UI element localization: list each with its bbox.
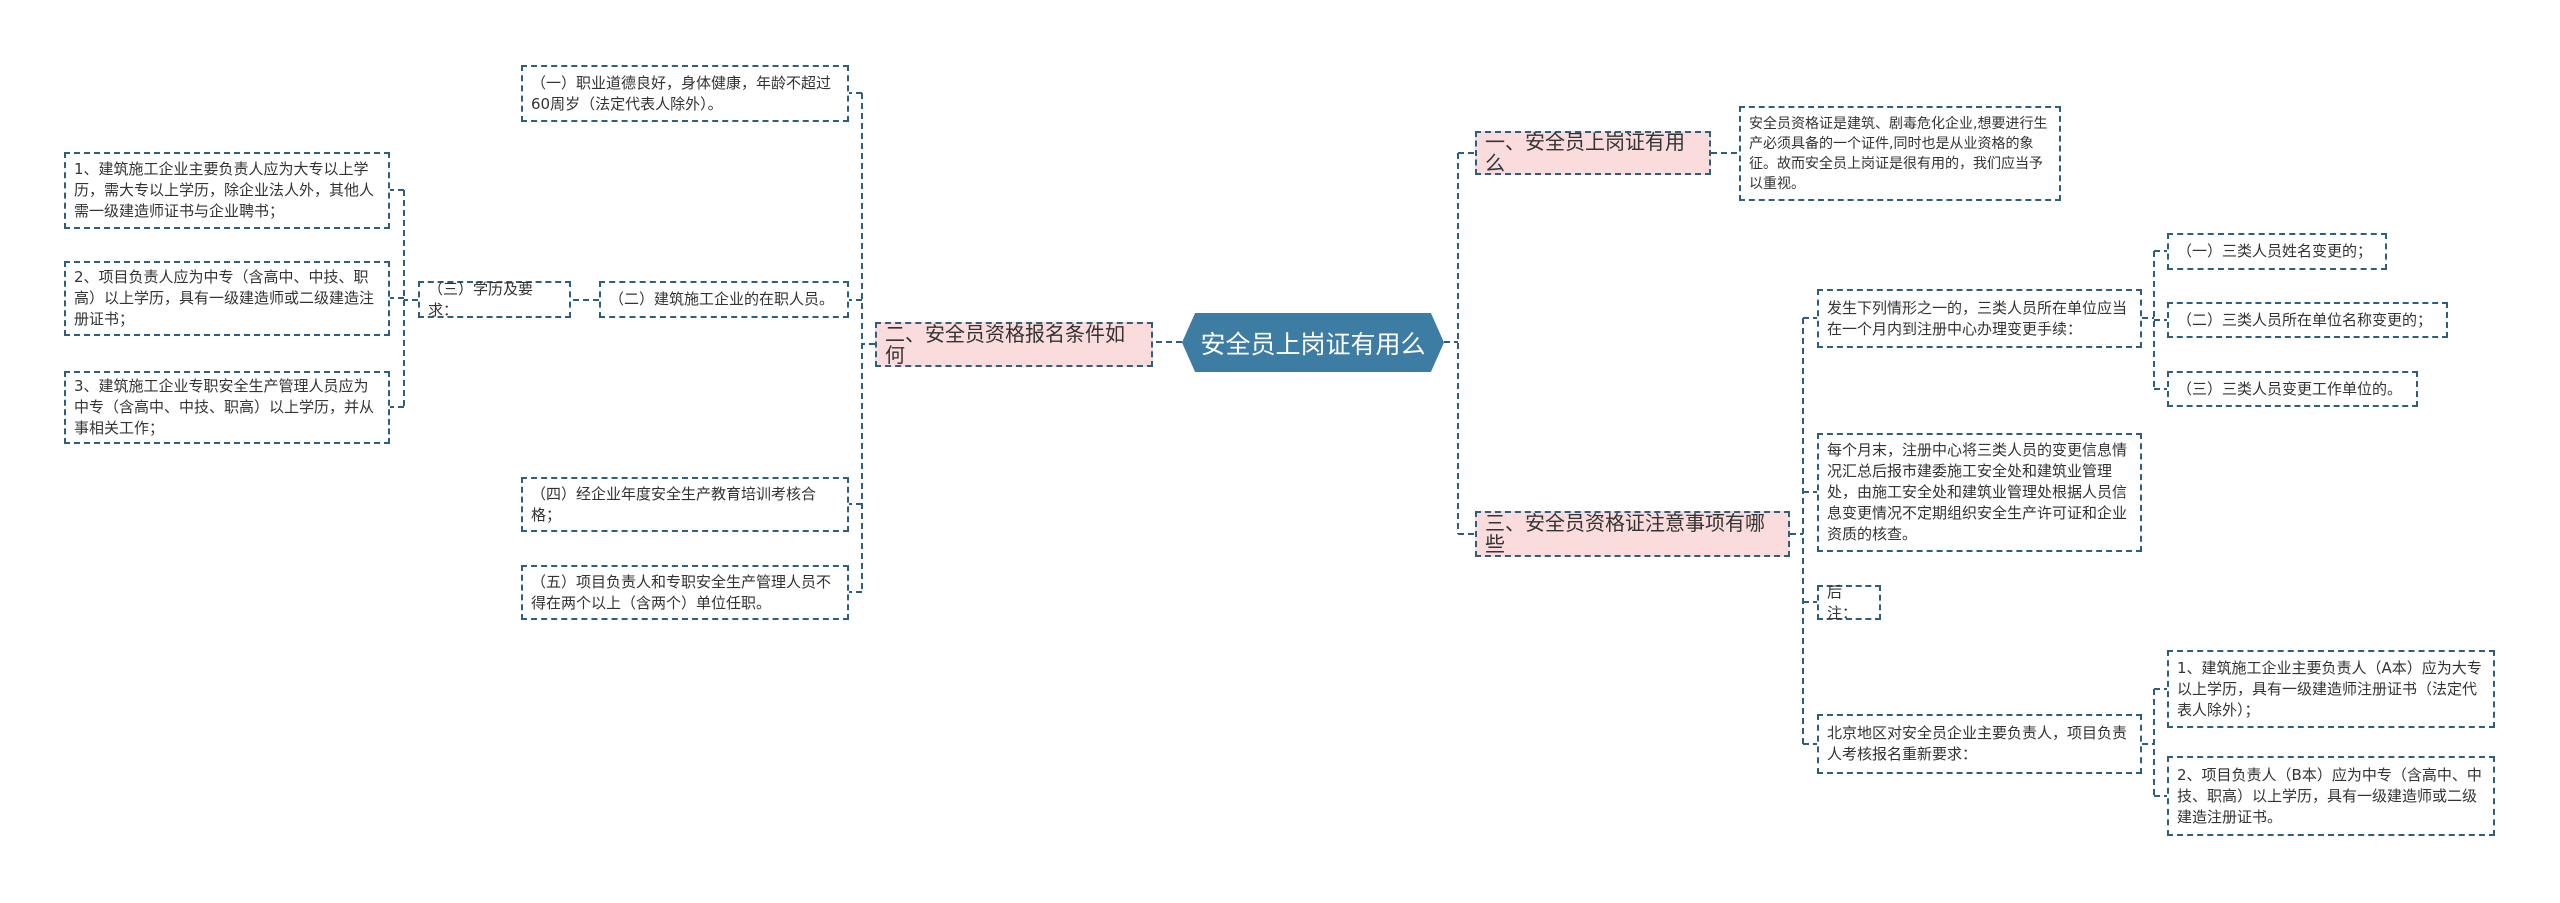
root-node[interactable]: 安全员上岗证有用么 bbox=[1182, 313, 1444, 372]
change-situations[interactable]: 发生下列情形之一的，三类人员所在单位应当在一个月内到注册中心办理变更手续： bbox=[1817, 289, 2142, 348]
branch-registration-conditions[interactable]: 二、安全员资格报名条件如何 bbox=[875, 322, 1153, 367]
education-item-3[interactable]: 3、建筑施工企业专职安全生产管理人员应为中专（含高中、中技、职高）以上学历，并从… bbox=[64, 371, 390, 444]
education-item-1[interactable]: 1、建筑施工企业主要负责人应为大专以上学历，需大专以上学历，除企业法人外，其他人… bbox=[64, 152, 390, 229]
branch-precautions[interactable]: 三、安全员资格证注意事项有哪些 bbox=[1475, 511, 1790, 557]
condition-1[interactable]: （一）职业道德良好，身体健康，年龄不超过60周岁（法定代表人除外）。 bbox=[521, 65, 849, 122]
usefulness-description[interactable]: 安全员资格证是建筑、剧毒危化企业,想要进行生产必须具备的一个证件,同时也是从业资… bbox=[1739, 106, 2061, 201]
change-item-1[interactable]: （一）三类人员姓名变更的； bbox=[2167, 233, 2387, 270]
change-item-2[interactable]: （二）三类人员所在单位名称变更的； bbox=[2167, 302, 2448, 338]
change-item-3[interactable]: （三）三类人员变更工作单位的。 bbox=[2167, 371, 2418, 407]
beijing-item-1[interactable]: 1、建筑施工企业主要负责人（A本）应为大专以上学历，具有一级建造师注册证书（法定… bbox=[2167, 650, 2495, 728]
postscript[interactable]: 后注： bbox=[1817, 583, 1881, 622]
condition-3[interactable]: （三）学历及要求： bbox=[418, 280, 571, 319]
branch-usefulness[interactable]: 一、安全员上岗证有用么 bbox=[1475, 131, 1711, 175]
condition-5[interactable]: （五）项目负责人和专职安全生产管理人员不得在两个以上（含两个）单位任职。 bbox=[521, 565, 849, 620]
education-item-2[interactable]: 2、项目负责人应为中专（含高中、中技、职高）以上学历，具有一级建造师或二级建造注… bbox=[64, 261, 390, 336]
root-label: 安全员上岗证有用么 bbox=[1200, 329, 1426, 359]
condition-2[interactable]: （二）建筑施工企业的在职人员。 bbox=[599, 281, 849, 318]
monthly-report[interactable]: 每个月末，注册中心将三类人员的变更信息情况汇总后报市建委施工安全处和建筑业管理处… bbox=[1817, 433, 2142, 552]
beijing-requirements[interactable]: 北京地区对安全员企业主要负责人，项目负责人考核报名重新要求： bbox=[1817, 714, 2142, 774]
condition-4[interactable]: （四）经企业年度安全生产教育培训考核合格； bbox=[521, 477, 849, 532]
beijing-item-2[interactable]: 2、项目负责人（B本）应为中专（含高中、中技、职高）以上学历，具有一级建造师或二… bbox=[2167, 756, 2495, 836]
